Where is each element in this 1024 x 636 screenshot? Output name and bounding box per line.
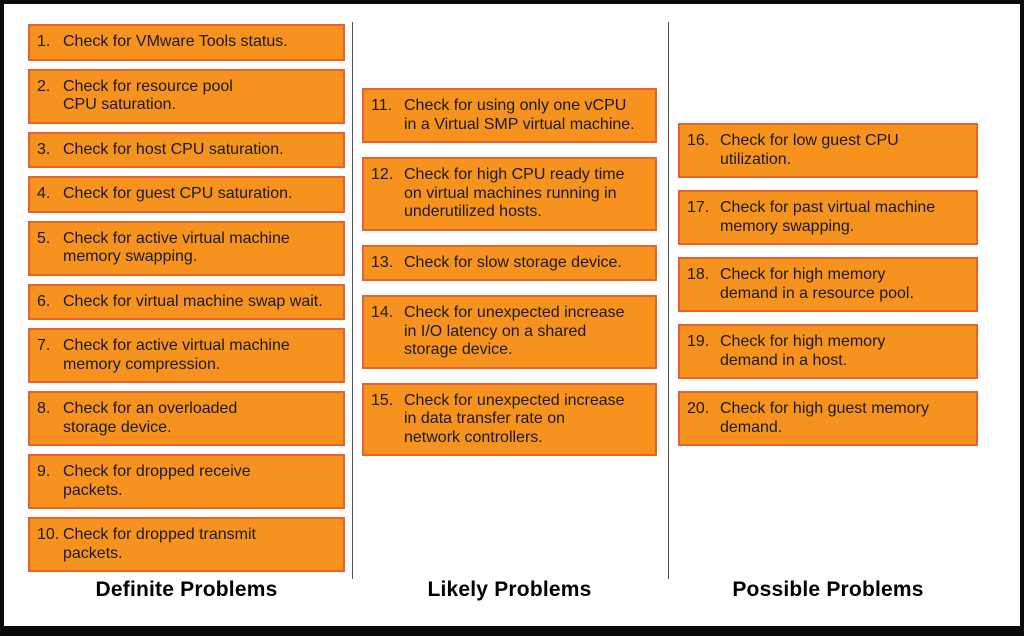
problem-number: 6. (37, 292, 51, 310)
problem-box-18: 18. Check for high memory demand in a re… (678, 257, 978, 312)
problem-text: Check for low guest CPU utilization. (720, 132, 899, 168)
problem-box-19: 19. Check for high memory demand in a ho… (678, 324, 978, 379)
problem-text: Check for high guest memory demand. (720, 400, 929, 436)
problem-number: 10. (37, 526, 60, 543)
problem-text: Check for past virtual machine memory sw… (720, 199, 936, 235)
problem-number: 12. (371, 166, 394, 183)
column-possible-problems: 16. Check for low guest CPU utilization.… (678, 123, 978, 446)
problem-text: Check for high CPU ready time on virtual… (404, 166, 625, 220)
problem-box-5: 5. Check for active virtual machine memo… (28, 220, 345, 276)
problem-number: 19. (687, 333, 710, 350)
problem-text: Check for resource pool CPU saturation. (63, 77, 233, 114)
problem-text: Check for slow storage device. (404, 253, 622, 271)
problem-box-3: 3. Check for host CPU saturation. (28, 131, 345, 168)
column-header-definite-problems: Definite Problems (95, 578, 278, 601)
problem-box-9: 9. Check for dropped receive packets. (28, 454, 345, 509)
problem-box-14: 14. Check for unexpected increase in I/O… (362, 295, 657, 369)
problem-number: 14. (371, 304, 394, 321)
problem-box-15: 15. Check for unexpected increase in dat… (362, 382, 657, 456)
problem-number: 8. (37, 400, 51, 417)
problem-box-2: 2. Check for resource pool CPU saturatio… (28, 68, 345, 124)
problem-number: 9. (37, 463, 51, 480)
problem-box-4: 4. Check for guest CPU saturation. (28, 176, 345, 213)
column-divider-1 (352, 22, 353, 579)
problem-number: 13. (371, 253, 394, 271)
problem-number: 1. (37, 33, 51, 50)
problem-box-10: 10. Check for dropped transmit packets. (28, 517, 345, 572)
problem-text: Check for active virtual machine memory … (63, 337, 290, 373)
problem-number: 3. (37, 140, 51, 158)
problem-text: Check for unexpected increase in I/O lat… (404, 304, 625, 358)
problem-text: Check for active virtual machine memory … (63, 229, 290, 266)
problem-text: Check for VMware Tools status. (63, 33, 288, 50)
problem-number: 16. (687, 132, 710, 149)
problem-box-12: 12. Check for high CPU ready time on vir… (362, 157, 657, 231)
problem-box-16: 16. Check for low guest CPU utilization. (678, 123, 978, 178)
problem-number: 11. (371, 97, 393, 114)
problem-number: 18. (687, 266, 710, 283)
column-header-possible-problems: Possible Problems (732, 578, 924, 601)
problem-number: 5. (37, 229, 51, 247)
problem-text: Check for using only one vCPU in a Virtu… (404, 97, 635, 133)
problem-box-17: 17. Check for past virtual machine memor… (678, 190, 978, 245)
problem-text: Check for dropped transmit packets. (63, 526, 256, 562)
problem-number: 17. (687, 199, 710, 216)
column-definite-problems: 1. Check for VMware Tools status. 2. Che… (28, 24, 345, 572)
problem-number: 4. (37, 185, 51, 202)
problem-number: 7. (37, 337, 51, 354)
column-header-likely-problems: Likely Problems (427, 578, 592, 601)
problem-box-13: 13. Check for slow storage device. (362, 244, 657, 281)
problem-box-11: 11. Check for using only one vCPU in a V… (362, 88, 657, 143)
problem-text: Check for an overloaded storage device. (63, 400, 238, 436)
problem-text: Check for guest CPU saturation. (63, 185, 293, 202)
problem-box-1: 1. Check for VMware Tools status. (28, 24, 345, 61)
problem-number: 15. (371, 391, 394, 409)
problem-box-8: 8. Check for an overloaded storage devic… (28, 391, 345, 446)
problem-box-20: 20. Check for high guest memory demand. (678, 391, 978, 446)
problem-text: Check for dropped receive packets. (63, 463, 251, 499)
problem-number: 2. (37, 77, 51, 95)
problem-text: Check for unexpected increase in data tr… (404, 391, 625, 446)
problem-number: 20. (687, 400, 710, 417)
problem-box-7: 7. Check for active virtual machine memo… (28, 328, 345, 383)
problem-text: Check for virtual machine swap wait. (63, 292, 323, 310)
problem-text: Check for high memory demand in a host. (720, 333, 886, 369)
column-likely-problems: 11. Check for using only one vCPU in a V… (362, 88, 657, 456)
column-divider-2 (668, 22, 669, 579)
problem-text: Check for high memory demand in a resour… (720, 266, 914, 302)
problem-text: Check for host CPU saturation. (63, 140, 284, 158)
problem-box-6: 6. Check for virtual machine swap wait. (28, 283, 345, 320)
